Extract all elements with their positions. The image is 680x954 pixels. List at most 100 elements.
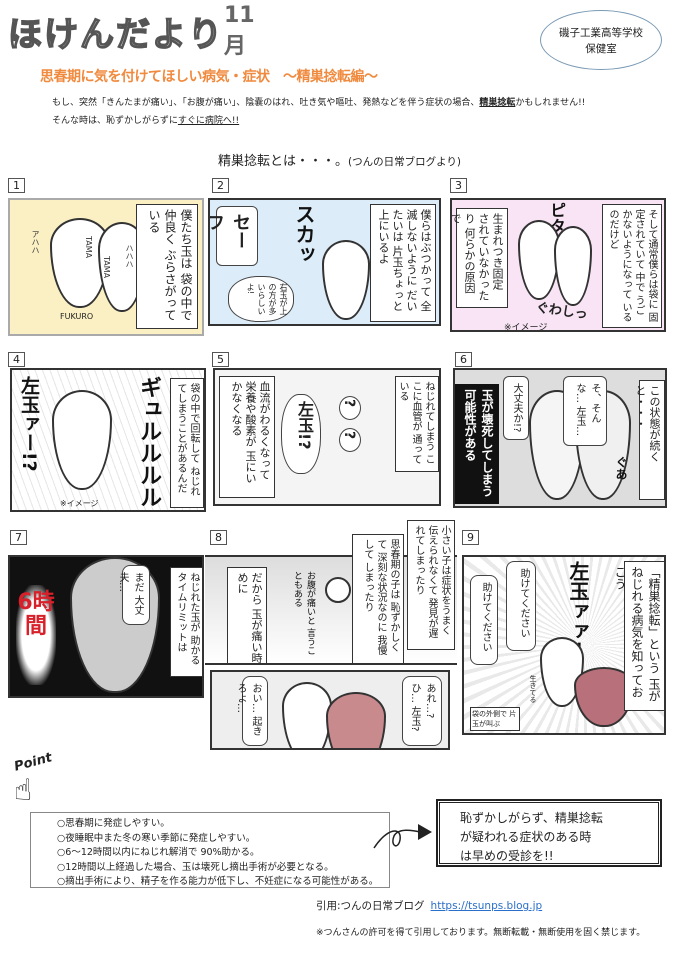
- side-note: 袋の外側で 片玉が叫ぶ: [470, 707, 520, 731]
- child-illustration: [325, 577, 351, 603]
- manga-panel-2: セーフ スカッ 右玉が上の方が多いらしいよ! 僕らはぶつかって 全滅しないように…: [208, 198, 441, 326]
- caption-box: ねじれた玉が 助かるタイムリミットは: [170, 567, 202, 677]
- tama-label: TAMA: [84, 236, 93, 259]
- month-label: 11月: [224, 3, 268, 60]
- side-note: 右玉が上の方が多いらしいよ!: [228, 276, 294, 322]
- small-speech: 生きてる: [529, 675, 537, 703]
- panel-number: 9: [462, 530, 479, 545]
- intro-text: かもしれません!!: [515, 98, 586, 108]
- label: FUKURO: [60, 312, 94, 321]
- manga-panel-9: 助けてください 助けてください 左玉ァァー 袋の外側で 片玉が叫ぶ 生きてる 「…: [462, 555, 666, 735]
- twisted-ball-illustration: [326, 692, 386, 748]
- caption-box: そして通常僕らは袋に 固定されていて 中で うごかないようになって いるのだけど: [602, 204, 662, 328]
- laugh-label: アハハ: [31, 230, 40, 254]
- point-item: ○思春期に発症しやすい。: [57, 818, 170, 829]
- manga-panel-7: 6時間 まだ 大丈夫… ねじれた玉が 助かるタイムリミットは: [8, 555, 204, 698]
- pointing-hand-icon: ☝: [14, 773, 33, 808]
- caption-box: 生まれつき固定 されていなかったり 何らかの原因で: [452, 208, 508, 308]
- caption-box: 思春期の子は 恥ずかしくて 深刻な状況なのに 我慢して しまったり: [352, 534, 404, 664]
- speech-bubble: 助けてください: [506, 561, 536, 651]
- manga-panel-4: 左玉ァー!? ギュルルルル 袋の中で回転して ねじれてしまうことがあるんだ ※イ…: [10, 368, 206, 512]
- logo-char: だ: [115, 7, 151, 56]
- speech-bubble: あれ…? ひ… 左玉?: [402, 676, 442, 746]
- question-bubble: ?: [339, 396, 361, 420]
- speech-bubble: 左玉ァー!?: [18, 376, 40, 472]
- caption-box: この状態が続くと・・・: [634, 380, 665, 500]
- intro-line-1: もし、突然「きんたまが痛い」、「お腹が痛い」、陰嚢のはれ、吐き気や嘔吐、発熱など…: [52, 95, 585, 108]
- speech-bubble: 助けてください: [470, 575, 498, 665]
- caption-box: 僕たち玉は 袋の中で仲良く ぶらさがっている: [136, 204, 198, 329]
- panel-number: 6: [455, 352, 472, 367]
- ball-illustration: [322, 240, 370, 320]
- speech-bubble: そ、そんな… 左玉…: [563, 376, 607, 446]
- intro-line-2: そんな時は、恥ずかしがらずにすぐに病院へ!!: [52, 113, 239, 126]
- caption-box: 小さい子は症状をうまく 伝えられなくて 発見が遅れてしまったり: [407, 520, 455, 650]
- manga-panel-1: アハハ TAMA TAMA ハハハ FUKURO 僕たち玉は 袋の中で仲良く ぶ…: [8, 198, 204, 336]
- caption-box: ねじれてしまう ここに血管が 通っている: [395, 376, 439, 472]
- intro-emphasis: 精巣捻転: [479, 98, 516, 108]
- caption-box: 僕らはぶつかって 全滅しないように だいたいは 片玉ちょっと上にいるよ: [370, 204, 436, 322]
- citation-label: 引用:つんの日常ブログ: [316, 900, 425, 912]
- caption-box: だから 玉が痛い時のために: [227, 567, 267, 663]
- permission-note: ※つんさんの許可を得て引用しております。無断転載・無断使用を固く禁じます。: [316, 928, 646, 938]
- intro-text: もし、突然「きんたまが痛い」、「お腹が痛い」、陰嚢のはれ、吐き気や嘔吐、発熱など…: [52, 98, 480, 108]
- point-label: Point: [12, 750, 54, 775]
- logo-char: ん: [79, 7, 115, 56]
- panel-number: 8: [210, 530, 227, 545]
- manga-panel-6: 玉が壊死してしまう 可能性がある 大丈夫か!? そ、そんな… 左玉… ぐあ この…: [453, 368, 667, 508]
- logo-char: け: [43, 7, 79, 56]
- manga-panel-3: 生まれつき固定 されていなかったり 何らかの原因で ピタァ ぐわしっ ※イメージ…: [450, 198, 666, 332]
- intro-emphasis: すぐに病院へ!!: [177, 116, 240, 126]
- sound-effect: ギュルルルル: [136, 376, 161, 508]
- panel-number: 3: [450, 178, 467, 193]
- caption-box: 血流がわるくなって 栄養や酸素が 玉にいかなくなる: [219, 376, 275, 498]
- speech-bubble: 左玉!?: [281, 394, 321, 474]
- question-bubble: ?: [339, 428, 361, 452]
- point-item: ○6～12時間以内にねじれ解消で 90%助かる。: [57, 847, 260, 858]
- ball-illustration: [282, 682, 332, 748]
- panel-number: 4: [8, 352, 25, 367]
- callout-line: 恥ずかしがらず、精巣捻転: [460, 811, 603, 825]
- panel-number: 5: [212, 352, 229, 367]
- image-note: ※イメージ: [504, 323, 548, 332]
- logo-char: ほ: [7, 7, 43, 56]
- heading-source: (つんの日常ブログより): [348, 156, 461, 168]
- sound-effect: スカッ: [292, 204, 316, 264]
- callout-line: が疑われる症状のある時: [460, 830, 592, 844]
- intro-text: そんな時は、恥ずかしがらずに: [52, 116, 178, 126]
- callout-line: は早めの受診を!!: [460, 849, 554, 863]
- ball-illustration: [52, 390, 112, 490]
- citation-link[interactable]: https://tsunps.blog.jp: [430, 900, 543, 912]
- page-title: 思春期に気を付けてほしい病気・症状 ～精巣捻転編～: [40, 69, 378, 85]
- point-list: ○思春期に発症しやすい。 ○夜睡眠中また冬の寒い季節に発症しやすい。 ○6～12…: [30, 812, 390, 888]
- tama-label: TAMA: [102, 256, 111, 279]
- curly-arrow-icon: [373, 824, 432, 849]
- kid-speech: お腹が痛いと 言うこともある: [292, 571, 315, 655]
- speech-bubble: セーフ: [210, 206, 258, 266]
- warning-caption: 玉が壊死してしまう 可能性がある: [455, 384, 499, 504]
- citation: 引用:つんの日常ブログ https://tsunps.blog.jp: [316, 898, 542, 913]
- caption-box: 袋の中で回転して ねじれてしまうことがあるんだ: [170, 378, 204, 508]
- panel-number: 2: [212, 178, 229, 193]
- callout-box: 恥ずかしがらず、精巣捻転 が疑われる症状のある時 は早めの受診を!!: [436, 799, 662, 867]
- school-badge: 磯子工業高等学校保健室: [540, 10, 662, 70]
- speech-bubble: おい… 起きろよ…: [235, 676, 268, 746]
- manga-panel-5: 血流がわるくなって 栄養や酸素が 玉にいかなくなる 左玉!? ? ? ねじれてし…: [213, 368, 441, 506]
- point-item: ○摘出手術により、精子を作る能力が低下し、不妊症になる可能性がある。: [57, 876, 379, 887]
- logo-char: よ: [151, 7, 187, 56]
- image-note: ※イメージ: [60, 499, 99, 508]
- caption-box: 「精巣捻転」という 玉がねじれる病気を知っておこう: [613, 561, 664, 711]
- sound-effect: ぐあ: [614, 456, 628, 480]
- laugh-label: ハハハ: [125, 244, 134, 268]
- speech-bubble: 大丈夫か!?: [503, 376, 529, 440]
- manga-panel-8-bottom: おい… 起きろよ… あれ…? ひ… 左玉?: [210, 670, 450, 750]
- speech-bubble: まだ 大丈夫…: [117, 565, 150, 625]
- panel-number: 1: [8, 178, 25, 193]
- logo-char: り: [187, 7, 223, 56]
- point-item: ○夜睡眠中また冬の寒い季節に発症しやすい。: [57, 832, 256, 844]
- time-limit-text: 6時間: [16, 585, 56, 685]
- heading-text: 精巣捻転とは・・・。: [218, 154, 349, 169]
- ball-illustration: [554, 226, 592, 306]
- point-item: ○12時間以上経過した場合、玉は壊死し摘出手術が必要となる。: [57, 861, 334, 873]
